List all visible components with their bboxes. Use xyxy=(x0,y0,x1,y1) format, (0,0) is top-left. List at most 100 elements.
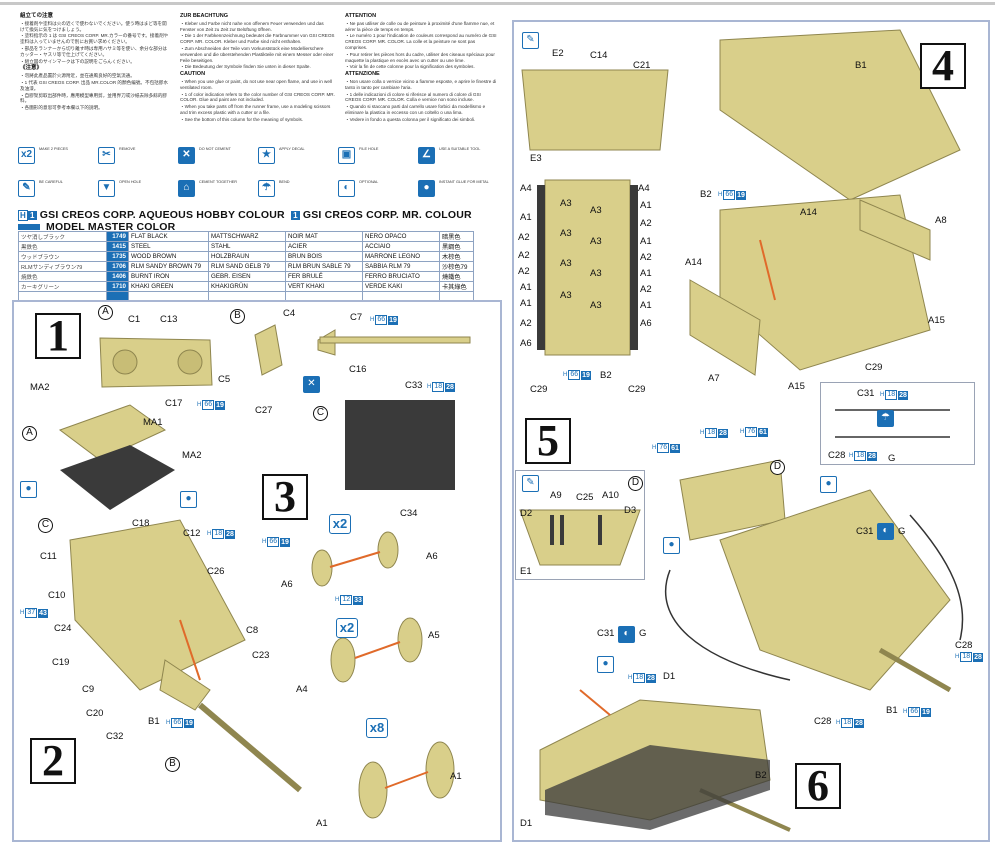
part-label: C20 xyxy=(86,708,104,719)
part-label: D1 xyxy=(663,671,676,682)
de-title: ZUR BEACHTUNG xyxy=(180,13,228,19)
track-wheels-right xyxy=(630,185,638,350)
part-label: C28 xyxy=(955,640,973,651)
part-label: C23 xyxy=(252,650,270,661)
tow-cable-detail-inset xyxy=(820,382,975,465)
symbol-label: BE CAREFUL xyxy=(39,180,63,184)
hobby-colour-number: 66 xyxy=(908,707,921,717)
subassembly-marker: B xyxy=(230,309,245,324)
part-label: D2 xyxy=(520,508,533,519)
part-label: C29 xyxy=(865,362,883,373)
instant-glue-icon: ● xyxy=(180,491,197,508)
engine-bay-part-c xyxy=(60,445,175,510)
part-label: A2 xyxy=(518,232,530,243)
symbol-legend-item: ✎BE CAREFUL xyxy=(18,180,98,197)
x2-icon: x2 xyxy=(18,147,35,164)
mr-colour-number: 28 xyxy=(646,673,656,683)
optional-icon: ◐ xyxy=(877,523,894,540)
hobby-h-mark: H xyxy=(20,610,25,616)
mr-colour-number: 19 xyxy=(921,707,931,717)
mr-colour-number: 33 xyxy=(353,595,363,605)
part-label: C26 xyxy=(207,566,225,577)
hobby-colour-number: 66 xyxy=(375,315,388,325)
french-italian-notes: ATTENTION ・Ne pas utiliser de colle ou d… xyxy=(345,12,497,124)
hobby-h-mark: H xyxy=(563,372,568,378)
en-line: ・When you use glue or paint, do not use … xyxy=(180,78,332,90)
hobby-colour-number: 37 xyxy=(25,608,38,618)
hobby-colour-number: 18 xyxy=(633,673,646,683)
mr-colour-number: 28 xyxy=(867,451,877,461)
antenna-part xyxy=(560,515,564,545)
part-label: C12 xyxy=(183,528,201,539)
symbol-label: REMOVE xyxy=(119,147,136,151)
part-label: C33 xyxy=(405,380,423,391)
symbol-legend-item: ∠USE A SUITABLE TOOL xyxy=(418,147,498,164)
part-label: D1 xyxy=(520,818,533,829)
symbol-legend-item: ▼OPEN HOLE xyxy=(98,180,178,197)
part-label: C28 xyxy=(814,716,832,727)
symbol-legend-item: ✂REMOVE xyxy=(98,147,178,164)
optional-icon: ◐ xyxy=(338,180,355,197)
it-line: ・Quando si staccano parti dal carrello u… xyxy=(345,104,486,115)
rear-plate-detail-inset xyxy=(515,470,645,580)
part-label: A6 xyxy=(426,551,438,562)
part-label: C14 xyxy=(590,50,608,61)
side-skirt-a8 xyxy=(859,199,931,261)
hobby-colour-number: 18 xyxy=(854,451,867,461)
instant-glue-icon: ● xyxy=(418,180,435,197)
part-label: A4 xyxy=(520,183,532,194)
part-label: A3 xyxy=(590,236,602,247)
part-label: MA2 xyxy=(30,382,50,393)
jp-line: ・組立図のサインマークは下の説明をごらんください。 xyxy=(20,58,135,64)
subassembly-marker: D xyxy=(628,476,643,491)
side-skirt-a7 xyxy=(689,279,761,376)
part-label: B1 xyxy=(148,716,160,727)
part-label: C19 xyxy=(52,657,70,668)
track-d1 xyxy=(545,745,770,830)
hobby-h-mark: H xyxy=(700,430,705,436)
part-label: A1 xyxy=(520,282,532,293)
part-label: A3 xyxy=(560,258,572,269)
en-title: CAUTION xyxy=(180,71,206,78)
hobby-colour-number: 18 xyxy=(432,382,445,392)
file-hole-icon: ▣ xyxy=(338,147,355,164)
mr-colour-mark: 1 xyxy=(291,211,300,220)
en-line: ・1 of color indication refers to the col… xyxy=(180,91,335,103)
do-not-cement-icon: ✕ xyxy=(303,376,320,393)
hobby-colour-number: 66 xyxy=(267,537,280,547)
sprocket-a4 xyxy=(330,637,356,683)
hobby-h-mark: H xyxy=(955,654,960,660)
symbol-legend-item: ✕DO NOT CEMENT xyxy=(178,147,258,164)
instant-glue-icon: ● xyxy=(597,656,614,673)
symbol-legend-item: ◐OPTIONAL xyxy=(338,180,418,197)
antenna-part xyxy=(550,515,554,545)
part-label: A2 xyxy=(518,250,530,261)
step-5-number: 5 xyxy=(525,418,571,464)
hobby-h-mark: H xyxy=(880,392,885,398)
wheel-a1 xyxy=(425,741,455,799)
de-line: ・Zum Abschneiden der Teile vom Vorkunsts… xyxy=(180,45,334,63)
arrow xyxy=(354,641,401,659)
part-label: C13 xyxy=(160,314,178,325)
part-label: C31 xyxy=(857,388,875,399)
arrow xyxy=(759,239,776,301)
track-wheels-left xyxy=(537,185,545,350)
part-label: C31 xyxy=(856,526,874,537)
mr-colour-number: 19 xyxy=(388,315,398,325)
part-label: A14 xyxy=(685,257,702,268)
hobby-colour-number: 12 xyxy=(340,595,353,605)
hull-interior-c xyxy=(345,400,455,490)
part-label: A8 xyxy=(935,215,947,226)
hobby-h-mark: H xyxy=(197,402,202,408)
part-label: C32 xyxy=(106,731,124,742)
hobby-colour-number: 18 xyxy=(705,428,718,438)
cement-together-icon: ⌂ xyxy=(178,180,195,197)
subassembly-marker: B xyxy=(165,757,180,772)
